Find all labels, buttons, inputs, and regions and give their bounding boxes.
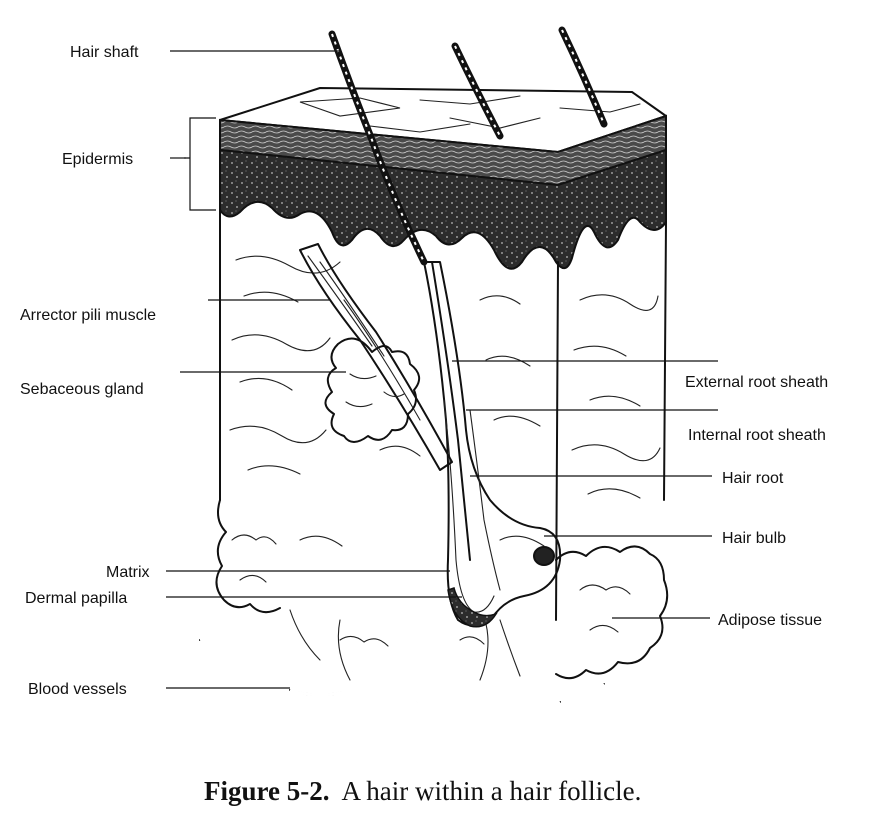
arrector-pili-muscle <box>300 244 452 470</box>
sebaceous-gland <box>325 339 419 442</box>
hair-bulb-shape <box>534 547 554 565</box>
caption-label: Figure 5-2. <box>204 776 329 806</box>
label-external-root-sheath: External root sheath <box>685 374 828 391</box>
label-arrector-pili-muscle: Arrector pili muscle <box>20 307 156 324</box>
svg-text:Figure 5-2. A hair withi: Figure 5-2. A hair within a hair follicl… <box>204 776 641 806</box>
hair-follicle <box>424 262 560 627</box>
label-hair-bulb: Hair bulb <box>722 530 786 547</box>
matrix-shape <box>448 588 496 627</box>
caption-text: A hair within a hair follicle. <box>341 776 641 806</box>
label-adipose-tissue: Adipose tissue <box>718 612 822 629</box>
label-sebaceous-gland: Sebaceous gland <box>20 381 144 398</box>
figure-caption: Figure 5-2. A hair within a hair follicl… <box>204 776 641 806</box>
epidermis-bracket <box>184 118 216 210</box>
label-internal-root-sheath: Internal root sheath <box>688 427 826 444</box>
adipose-tissue <box>216 500 667 678</box>
label-matrix: Matrix <box>106 564 150 581</box>
blood-vessels <box>200 610 604 708</box>
internal-root-sheath-shape <box>444 400 500 612</box>
label-hair-root: Hair root <box>722 470 784 487</box>
label-epidermis: Epidermis <box>62 151 133 168</box>
label-blood-vessels: Blood vessels <box>28 681 127 698</box>
label-hair-shaft: Hair shaft <box>70 44 139 61</box>
dermis-layer <box>220 210 666 620</box>
label-dermal-papilla: Dermal papilla <box>25 590 127 607</box>
